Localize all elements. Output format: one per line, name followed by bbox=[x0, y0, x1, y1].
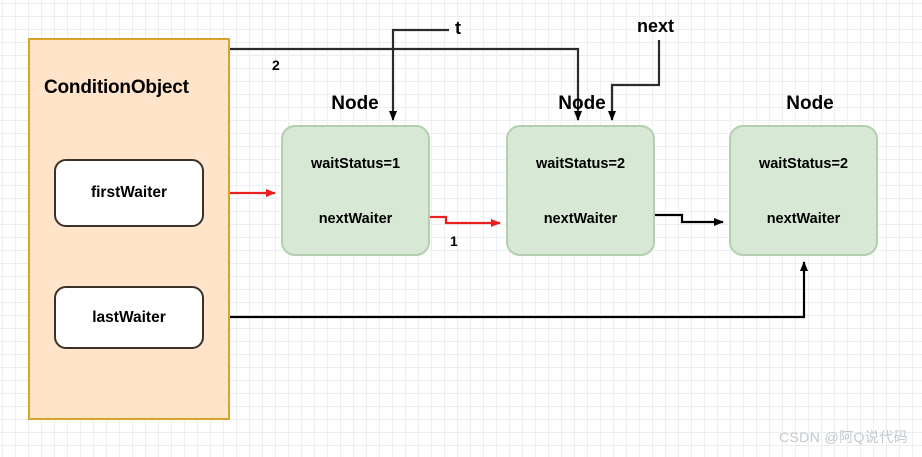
node-1-caption: Node bbox=[331, 93, 379, 114]
node-3-caption: Node bbox=[786, 93, 834, 114]
edge-label-two: 2 bbox=[272, 57, 280, 73]
last-waiter-box[interactable]: lastWaiter bbox=[54, 286, 204, 349]
first-waiter-box[interactable]: firstWaiter bbox=[54, 159, 204, 227]
node-box-2[interactable]: waitStatus=2 nextWaiter bbox=[506, 125, 655, 256]
last-waiter-label: lastWaiter bbox=[92, 308, 166, 326]
node-2-caption: Node bbox=[558, 93, 606, 114]
edge-lastwaiter-to-node3 bbox=[205, 261, 808, 319]
edge-node2-nextwaiter-to-node3 bbox=[635, 213, 724, 226]
node-box-1[interactable]: waitStatus=1 nextWaiter bbox=[281, 125, 430, 256]
node-box-3[interactable]: waitStatus=2 nextWaiter bbox=[729, 125, 878, 256]
condition-object-title: ConditionObject bbox=[44, 77, 189, 98]
node-3-wait-status: waitStatus=2 bbox=[758, 156, 849, 172]
edge-label-t: t bbox=[455, 18, 461, 38]
node-3-next-waiter: nextWaiter bbox=[766, 211, 841, 227]
node-1-next-waiter: nextWaiter bbox=[318, 211, 393, 227]
node-2-next-waiter: nextWaiter bbox=[543, 211, 618, 227]
watermark: CSDN @阿Q说代码 bbox=[778, 429, 908, 445]
condition-object-container bbox=[28, 38, 230, 420]
first-waiter-label: firstWaiter bbox=[90, 184, 168, 201]
edge-label-next: next bbox=[637, 16, 675, 36]
node-2-wait-status: waitStatus=2 bbox=[535, 156, 626, 172]
edge-next-to-node2 bbox=[608, 40, 661, 121]
node-1-wait-status: waitStatus=1 bbox=[310, 156, 401, 172]
edge-t-to-node1 bbox=[389, 28, 449, 121]
edge-label-one: 1 bbox=[450, 233, 458, 249]
